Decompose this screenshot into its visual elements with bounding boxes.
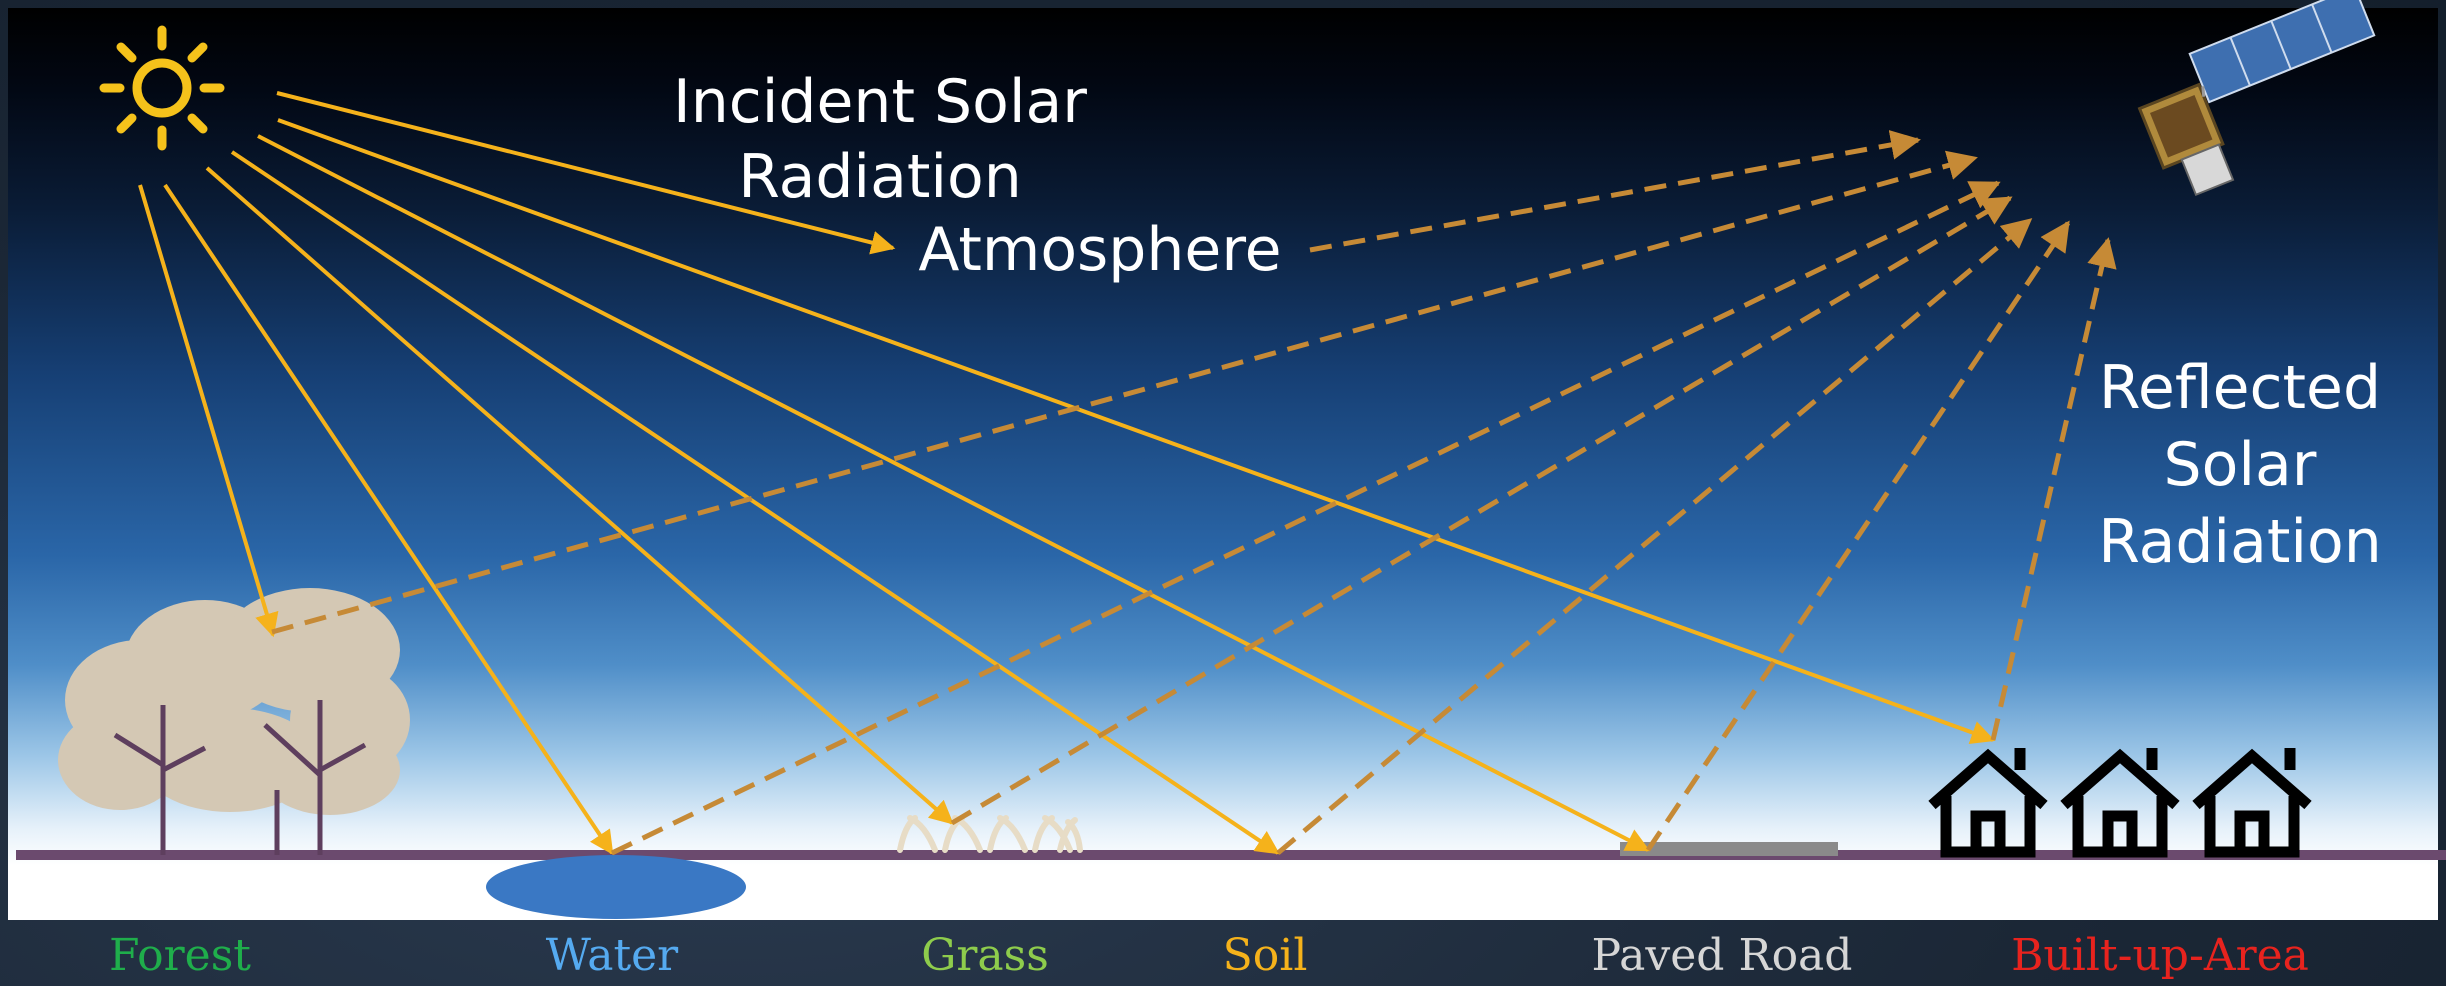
sky-panel bbox=[8, 8, 2438, 920]
incident-ray-grass bbox=[205, 166, 954, 825]
legend-water: Water bbox=[545, 930, 679, 981]
reflected-label-line3: Radiation bbox=[2098, 507, 2382, 577]
legend-grass: Grass bbox=[921, 930, 1049, 981]
reflected-label-line1: Reflected bbox=[2099, 353, 2381, 423]
reflected-ray-forest bbox=[271, 150, 1978, 635]
reflected-ray-atmosphere bbox=[1309, 130, 1921, 253]
surface-legend: Forest Water Grass Soil Paved Road Built… bbox=[0, 925, 2446, 986]
reflected-ray-grass bbox=[950, 195, 2013, 826]
incident-ray-forest bbox=[138, 184, 279, 638]
incident-ray-water bbox=[163, 183, 614, 855]
legend-paved-road: Paved Road bbox=[1591, 930, 1853, 981]
grass-icon bbox=[897, 815, 1083, 853]
incident-ray-road bbox=[257, 134, 1651, 852]
atmosphere-label: Atmosphere bbox=[918, 215, 1281, 285]
legend-forest: Forest bbox=[109, 930, 251, 981]
road-icon bbox=[1620, 842, 1838, 856]
reflected-ray-soil bbox=[1276, 218, 2033, 855]
reflected-ray-road bbox=[1645, 220, 2071, 852]
house-icon bbox=[1928, 748, 2312, 858]
incident-label-line1: Incident Solar bbox=[673, 67, 1087, 137]
reflected-rays bbox=[271, 130, 2117, 856]
legend-built-up-area: Built-up-Area bbox=[2011, 930, 2309, 981]
sun-icon bbox=[99, 25, 225, 151]
incident-ray-atmosphere bbox=[276, 91, 896, 255]
forest-icon bbox=[58, 588, 410, 855]
reflected-ray-houses bbox=[1990, 237, 2117, 741]
reflected-label-line2: Solar bbox=[2164, 430, 2317, 500]
satellite-icon bbox=[2137, 0, 2376, 197]
water-icon bbox=[486, 855, 746, 919]
incident-rays bbox=[138, 91, 1996, 855]
legend-soil: Soil bbox=[1222, 930, 1308, 981]
incident-ray-houses bbox=[277, 118, 1996, 744]
incident-label-line2: Radiation bbox=[738, 142, 1022, 212]
reflected-ray-water bbox=[610, 180, 2001, 856]
